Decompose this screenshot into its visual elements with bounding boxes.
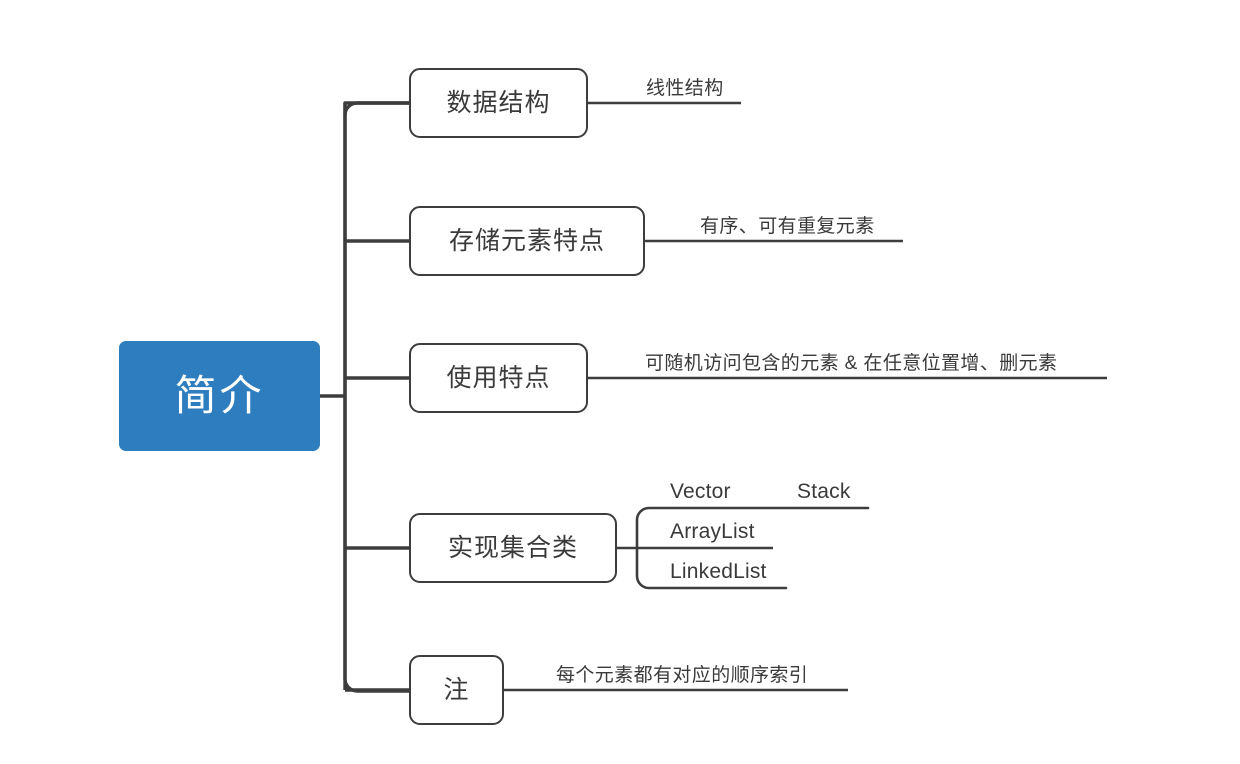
leaf-label-stack: Stack — [797, 480, 851, 503]
leaf-label-linkedlist: LinkedList — [670, 560, 767, 583]
branch-node-label: 注 — [443, 675, 470, 704]
branch-node-storage-traits[interactable]: 存储元素特点 — [409, 206, 645, 276]
branch-node-note[interactable]: 注 — [409, 655, 504, 725]
root-node-label: 简介 — [174, 372, 265, 419]
wire-branch-1 — [343, 101, 409, 115]
branch-node-implementations[interactable]: 实现集合类 — [409, 513, 617, 583]
leaf-label-sequential-index: 每个元素都有对应的顺序索引 — [556, 665, 809, 686]
leaf-label-vector: Vector — [670, 480, 731, 503]
branch-node-label: 存储元素特点 — [448, 226, 605, 255]
branch-node-label: 实现集合类 — [447, 533, 578, 562]
leaf-label-ordered-duplicates: 有序、可有重复元素 — [700, 216, 875, 237]
wire-spine-outline — [343, 101, 411, 693]
leaf-label-random-access: 可随机访问包含的元素 & 在任意位置增、删元素 — [645, 353, 1058, 374]
branch-node-label: 数据结构 — [446, 88, 551, 117]
branch-node-data-structure[interactable]: 数据结构 — [409, 68, 588, 138]
branch-node-label: 使用特点 — [446, 363, 551, 392]
branch-node-usage-traits[interactable]: 使用特点 — [409, 343, 588, 413]
leaf-label-linear-structure: 线性结构 — [646, 78, 724, 99]
root-node[interactable]: 简介 — [119, 341, 320, 451]
leaf-label-arraylist: ArrayList — [670, 520, 755, 543]
